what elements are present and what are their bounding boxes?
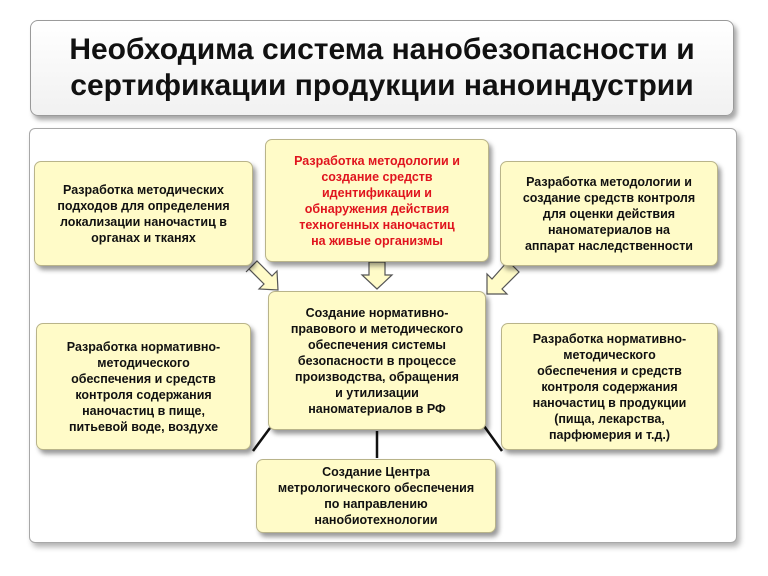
box-identification-methodology: Разработка методологии и создание средст… — [265, 139, 489, 262]
box-localization-approaches: Разработка методических подходов для опр… — [34, 161, 253, 266]
box-food-water-air-control: Разработка нормативно- методического обе… — [36, 323, 251, 450]
box-product-control-text: Разработка нормативно- методического обе… — [532, 331, 687, 442]
box-identification-methodology-text: Разработка методологии и создание средст… — [294, 153, 460, 248]
box-food-water-air-control-text: Разработка нормативно- методического обе… — [66, 339, 221, 434]
diagram-title-text: Необходима система нанобезопасности и се… — [69, 33, 695, 102]
box-regulatory-framework: Создание нормативно- правового и методич… — [268, 291, 486, 430]
box-metrology-center: Создание Центра метрологического обеспеч… — [256, 459, 496, 533]
box-heredity-control-text: Разработка методологии и создание средст… — [522, 174, 696, 253]
box-localization-approaches-text: Разработка методических подходов для опр… — [57, 182, 230, 245]
box-metrology-center-text: Создание Центра метрологического обеспеч… — [277, 465, 475, 527]
box-heredity-control: Разработка методологии и создание средст… — [500, 161, 718, 266]
diagram-title: Необходима система нанобезопасности и се… — [30, 20, 734, 116]
box-regulatory-framework-text: Создание нормативно- правового и методич… — [290, 305, 464, 416]
box-product-control: Разработка нормативно- методического обе… — [501, 323, 718, 450]
